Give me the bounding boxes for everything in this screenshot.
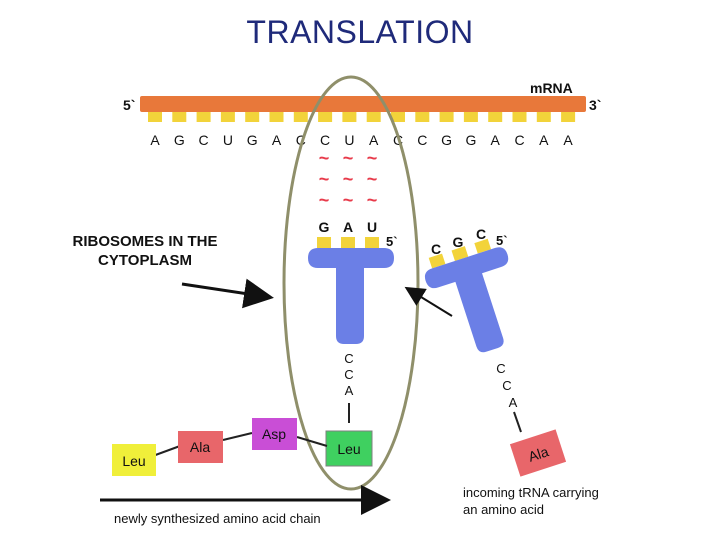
- chain-ala-label: Ala: [190, 439, 210, 455]
- mrna-tooth: [463, 112, 478, 122]
- incoming-trna-body: [424, 247, 509, 353]
- bound-trna-body: [308, 248, 394, 344]
- mrna-tooth: [318, 112, 333, 122]
- amino-acid-chain: Leu Ala Asp: [112, 418, 328, 476]
- mrna-base: A: [369, 132, 379, 148]
- bond-mark: ~: [343, 169, 354, 189]
- chain-leu: [112, 444, 156, 476]
- chain-leu-label: Leu: [122, 453, 145, 469]
- incoming-label-line1: incoming tRNA carrying: [463, 485, 599, 500]
- mrna-base: U: [344, 132, 354, 148]
- mrna-three-prime: 3`: [589, 97, 601, 113]
- bond-mark: ~: [319, 169, 330, 189]
- mrna-base: C: [320, 132, 330, 148]
- mrna-base: G: [247, 132, 258, 148]
- mrna-tooth: [415, 112, 430, 122]
- incoming-tail-base: A: [509, 395, 518, 410]
- chain-asp: [252, 418, 297, 450]
- page-title: TRANSLATION: [246, 14, 474, 50]
- mrna-base: A: [272, 132, 282, 148]
- bond-mark: ~: [343, 148, 354, 168]
- ribosome-caption: RIBOSOMES IN THE CYTOPLASM: [72, 233, 218, 269]
- incoming-anticodon-base: G: [453, 234, 464, 250]
- mrna-base: A: [150, 132, 160, 148]
- mrna-base: C: [417, 132, 427, 148]
- chain-label: newly synthesized amino acid chain: [114, 511, 321, 526]
- mrna-base: A: [491, 132, 501, 148]
- mrna-tooth: [196, 112, 211, 122]
- caption-arrow: [181, 278, 274, 309]
- mrna-tooth: [172, 112, 187, 122]
- mrna-base: C: [296, 132, 306, 148]
- mrna-base: G: [441, 132, 452, 148]
- mrna-tooth: [148, 112, 162, 122]
- bound-amino-acid: [325, 430, 373, 467]
- mrna-tooth: [439, 112, 454, 122]
- mrna-tooth: [488, 112, 503, 122]
- mrna-base: C: [199, 132, 209, 148]
- mrna-tooth: [269, 112, 284, 122]
- bond-mark: ~: [367, 190, 378, 210]
- mrna-tooth: [391, 112, 405, 122]
- mrna-tooth: [220, 112, 235, 122]
- mrna-teeth: [148, 112, 576, 122]
- incoming-tail-base: C: [496, 361, 505, 376]
- mrna-base: A: [539, 132, 549, 148]
- incoming-anticodon-base: C: [431, 241, 441, 257]
- incoming-amino-acid: [509, 429, 567, 477]
- mrna-tooth: [536, 112, 551, 122]
- incoming-tail-base: C: [502, 378, 511, 393]
- incoming-arrow: [404, 286, 453, 317]
- bond-mark: ~: [319, 148, 330, 168]
- mrna-tooth: [342, 112, 357, 122]
- bound-five-prime: 5`: [386, 234, 398, 249]
- mrna-tooth: [245, 112, 260, 122]
- mrna-tooth: [293, 112, 308, 122]
- bound-anticodon-base: A: [343, 219, 353, 235]
- mrna-tooth: [561, 112, 576, 122]
- mrna-base: G: [465, 132, 476, 148]
- mrna-tooth: [366, 112, 381, 122]
- ribosome-outline: [282, 75, 420, 491]
- bond-mark: ~: [343, 190, 354, 210]
- bound-tail-base: C: [344, 351, 353, 366]
- mrna-base: G: [174, 132, 185, 148]
- incoming-anticodon-base: C: [476, 226, 486, 242]
- mrna-strand: [140, 96, 586, 112]
- bound-amino-acid-label: Leu: [337, 441, 360, 457]
- mrna-tooth: [512, 112, 527, 122]
- bond-mark: ~: [367, 148, 378, 168]
- chain-ala: [178, 431, 223, 463]
- mrna-base: C: [514, 132, 524, 148]
- incoming-tail: CCA: [496, 361, 517, 410]
- bond-mark: ~: [367, 169, 378, 189]
- bond-mark: ~: [319, 190, 330, 210]
- incoming-amino-acid-label: Ala: [526, 443, 550, 465]
- mrna-base: U: [223, 132, 233, 148]
- incoming-label-line2: an amino acid: [463, 502, 544, 517]
- incoming-five-prime: 5`: [496, 233, 508, 248]
- mrna-five-prime: 5`: [123, 97, 135, 113]
- mrna-base: A: [563, 132, 573, 148]
- chain-asp-label: Asp: [262, 426, 286, 442]
- codon-bonds: ~~~~~~~~~: [319, 148, 378, 210]
- bound-anticodon-base: G: [319, 219, 330, 235]
- bound-tail: CCA: [344, 351, 353, 398]
- mrna-label: mRNA: [530, 80, 573, 96]
- bound-tail-base: A: [345, 383, 354, 398]
- bound-anticodon-base: U: [367, 219, 377, 235]
- bound-tail-base: C: [344, 367, 353, 382]
